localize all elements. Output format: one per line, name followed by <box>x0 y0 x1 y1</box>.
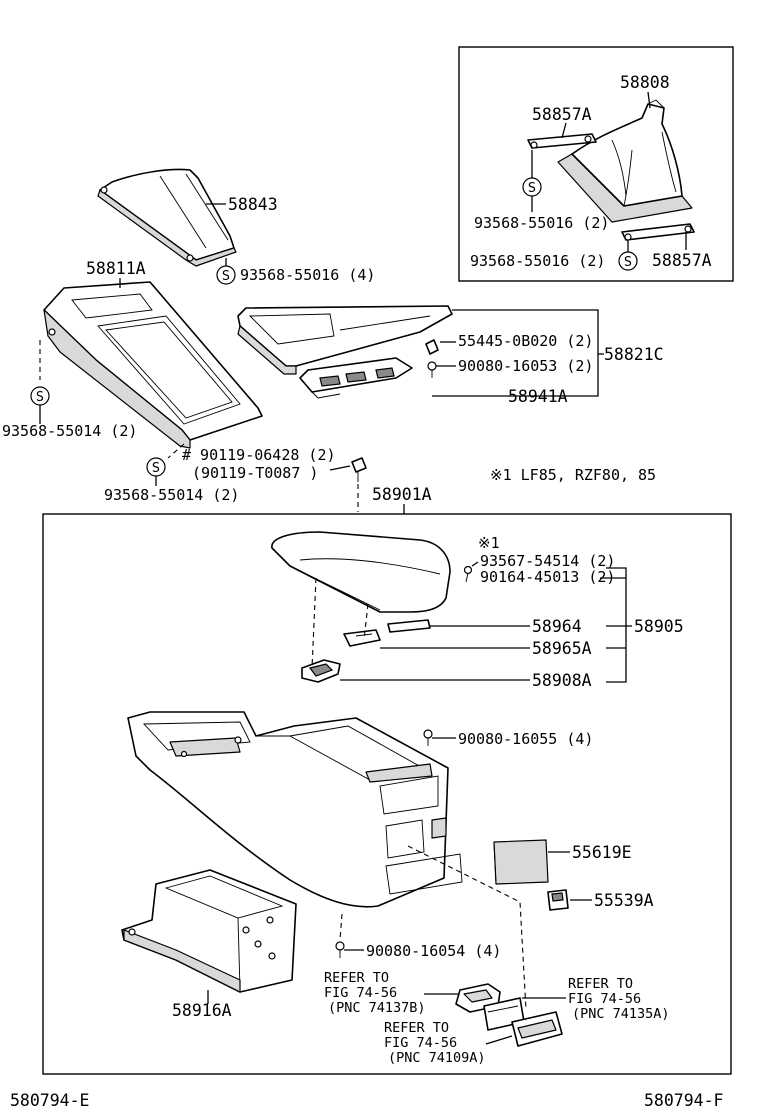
label-93568-55016-4: 93568-55016 (4) <box>240 266 375 284</box>
bolt-90119 <box>351 457 367 482</box>
screw-90080-16054 <box>335 941 345 958</box>
circled-s-icon: S <box>618 251 638 271</box>
ref2-line1: REFER TO <box>568 976 633 992</box>
label-55619E: 55619E <box>572 843 632 862</box>
label-58965A: 58965A <box>532 639 592 658</box>
tray-58821C <box>237 305 453 375</box>
ref2-line2: FIG 74-56 <box>568 991 641 1007</box>
ref3-line1: REFER TO <box>384 1020 449 1036</box>
label-90080-16055: 90080-16055 (4) <box>458 730 593 748</box>
label-58941A: 58941A <box>508 387 568 406</box>
label-58808: 58808 <box>620 73 670 92</box>
circled-s-icon: S <box>216 265 236 285</box>
latch-58964 <box>387 619 431 633</box>
label-93568-55014-bottom: 93568-55014 (2) <box>104 486 239 504</box>
footer-left-code: 580794-E <box>10 1091 89 1110</box>
retainer-58857A-top <box>527 133 597 149</box>
screw-90080-16053 <box>427 361 437 378</box>
label-58857A-bottom: 58857A <box>652 251 712 270</box>
ref3-line3: (PNC 74109A) <box>388 1050 486 1066</box>
inset-frame <box>458 46 734 282</box>
clip-55445 <box>425 339 439 355</box>
svg-text:S: S <box>528 180 536 196</box>
label-58857A-top: 58857A <box>532 105 592 124</box>
label-58821C: 58821C <box>604 345 664 364</box>
svg-text:S: S <box>222 268 230 284</box>
label-58901A: 58901A <box>372 485 432 504</box>
label-58908A: 58908A <box>532 671 592 690</box>
ref1-line1: REFER TO <box>324 970 389 986</box>
label-55445-0B020: 55445-0B020 (2) <box>458 332 593 350</box>
note-mark1: ※1 <box>478 534 500 552</box>
pocket-74137B <box>455 983 501 1013</box>
label-93568-55014-left: 93568-55014 (2) <box>2 422 137 440</box>
label-90080-16053: 90080-16053 (2) <box>458 357 593 375</box>
assembly-frame <box>42 513 732 1075</box>
label-90164-45013: 90164-45013 (2) <box>480 568 615 586</box>
label-90119-06428: # 90119-06428 (2) <box>182 446 336 464</box>
label-58964: 58964 <box>532 617 582 636</box>
screw-90080-16055 <box>423 729 433 746</box>
note-lf85: ※1 LF85, RZF80, 85 <box>490 466 656 484</box>
label-90119-T0087: (90119-T0087 ) <box>192 464 318 482</box>
label-93567-54514: 93567-54514 (2) <box>480 552 615 570</box>
shift-boot-58808 <box>557 99 693 223</box>
ref1-line3: (PNC 74137B) <box>328 1000 426 1016</box>
label-58811A: 58811A <box>86 259 146 278</box>
clip-55539A <box>547 889 569 911</box>
console-panel-58811A <box>39 281 263 449</box>
circled-s-icon: S <box>522 177 542 197</box>
latch-58965A <box>343 629 381 647</box>
box-58916A <box>121 869 297 993</box>
screw-93567 <box>463 565 473 583</box>
panel-55619E <box>493 839 549 885</box>
svg-text:S: S <box>152 460 160 476</box>
console-body <box>127 711 463 908</box>
ref2-line3: (PNC 74135A) <box>572 1006 670 1022</box>
footer-right-code: 580794-F <box>644 1091 723 1110</box>
ref1-line2: FIG 74-56 <box>324 985 397 1001</box>
svg-text:S: S <box>624 254 632 270</box>
label-93568-55016-bottom: 93568-55016 (2) <box>470 252 605 270</box>
label-58843: 58843 <box>228 195 278 214</box>
retainer-58857A-bottom <box>621 223 695 241</box>
svg-text:S: S <box>36 389 44 405</box>
label-90080-16054: 90080-16054 (4) <box>366 942 501 960</box>
label-55539A: 55539A <box>594 891 654 910</box>
hinge-58908A <box>301 659 341 683</box>
circled-s-icon: S <box>146 457 166 477</box>
pocket-74109A <box>511 1011 563 1047</box>
label-93568-55016-top: 93568-55016 (2) <box>474 214 609 232</box>
panel-58941A <box>299 357 413 399</box>
label-58905: 58905 <box>634 617 684 636</box>
label-58916A: 58916A <box>172 1001 232 1020</box>
armrest-lid-58905 <box>271 531 451 613</box>
circled-s-icon: S <box>30 386 50 406</box>
ref3-line2: FIG 74-56 <box>384 1035 457 1051</box>
shift-cover-58843 <box>97 168 237 267</box>
